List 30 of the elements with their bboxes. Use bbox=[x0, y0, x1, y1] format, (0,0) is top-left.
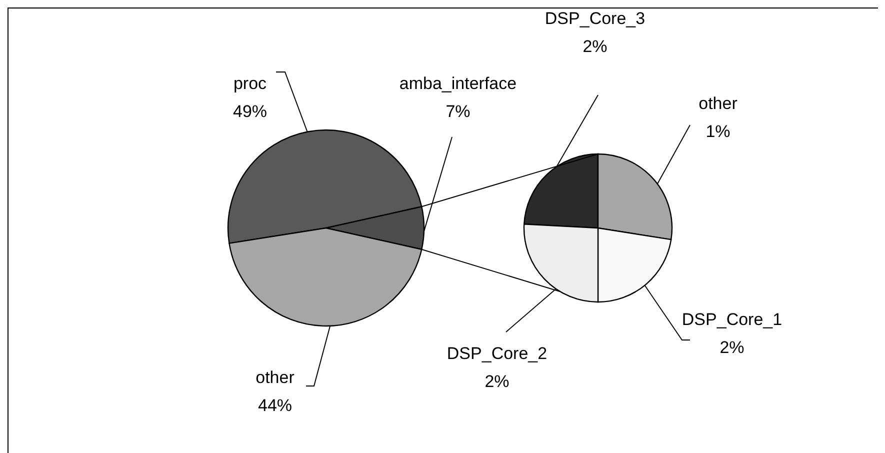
percent-label: 44% bbox=[258, 395, 292, 417]
percent-label: 7% bbox=[446, 101, 470, 123]
pie-slice bbox=[524, 153, 599, 229]
leader-line bbox=[556, 94, 598, 168]
pie-slice bbox=[325, 206, 425, 250]
pie-slice bbox=[228, 227, 422, 327]
pie-slice bbox=[597, 153, 673, 240]
category-label: other bbox=[698, 93, 738, 115]
category-label: DSP_Core_3 bbox=[544, 8, 646, 30]
leader-line bbox=[644, 284, 690, 340]
leader-line bbox=[656, 124, 690, 184]
pie-slice bbox=[597, 227, 672, 303]
leader-line bbox=[421, 248, 561, 292]
category-label: DSP_Core_2 bbox=[446, 343, 548, 365]
category-label: amba_interface bbox=[399, 73, 517, 95]
leader-line bbox=[276, 72, 308, 132]
pie-slice bbox=[227, 130, 422, 244]
category-label: proc bbox=[233, 73, 267, 95]
leader-line bbox=[423, 136, 452, 232]
percent-label: 2% bbox=[720, 337, 744, 359]
category-label: other bbox=[256, 367, 294, 389]
leader-line bbox=[421, 154, 598, 208]
category-label: DSP_Core_1 bbox=[682, 309, 782, 331]
percent-label: 49% bbox=[232, 101, 268, 123]
percent-label: 2% bbox=[484, 371, 510, 393]
percent-label: 1% bbox=[706, 121, 730, 143]
pie-slice bbox=[524, 224, 599, 303]
leader-line bbox=[306, 325, 331, 386]
percent-label: 2% bbox=[582, 36, 608, 58]
leader-line bbox=[506, 288, 556, 332]
